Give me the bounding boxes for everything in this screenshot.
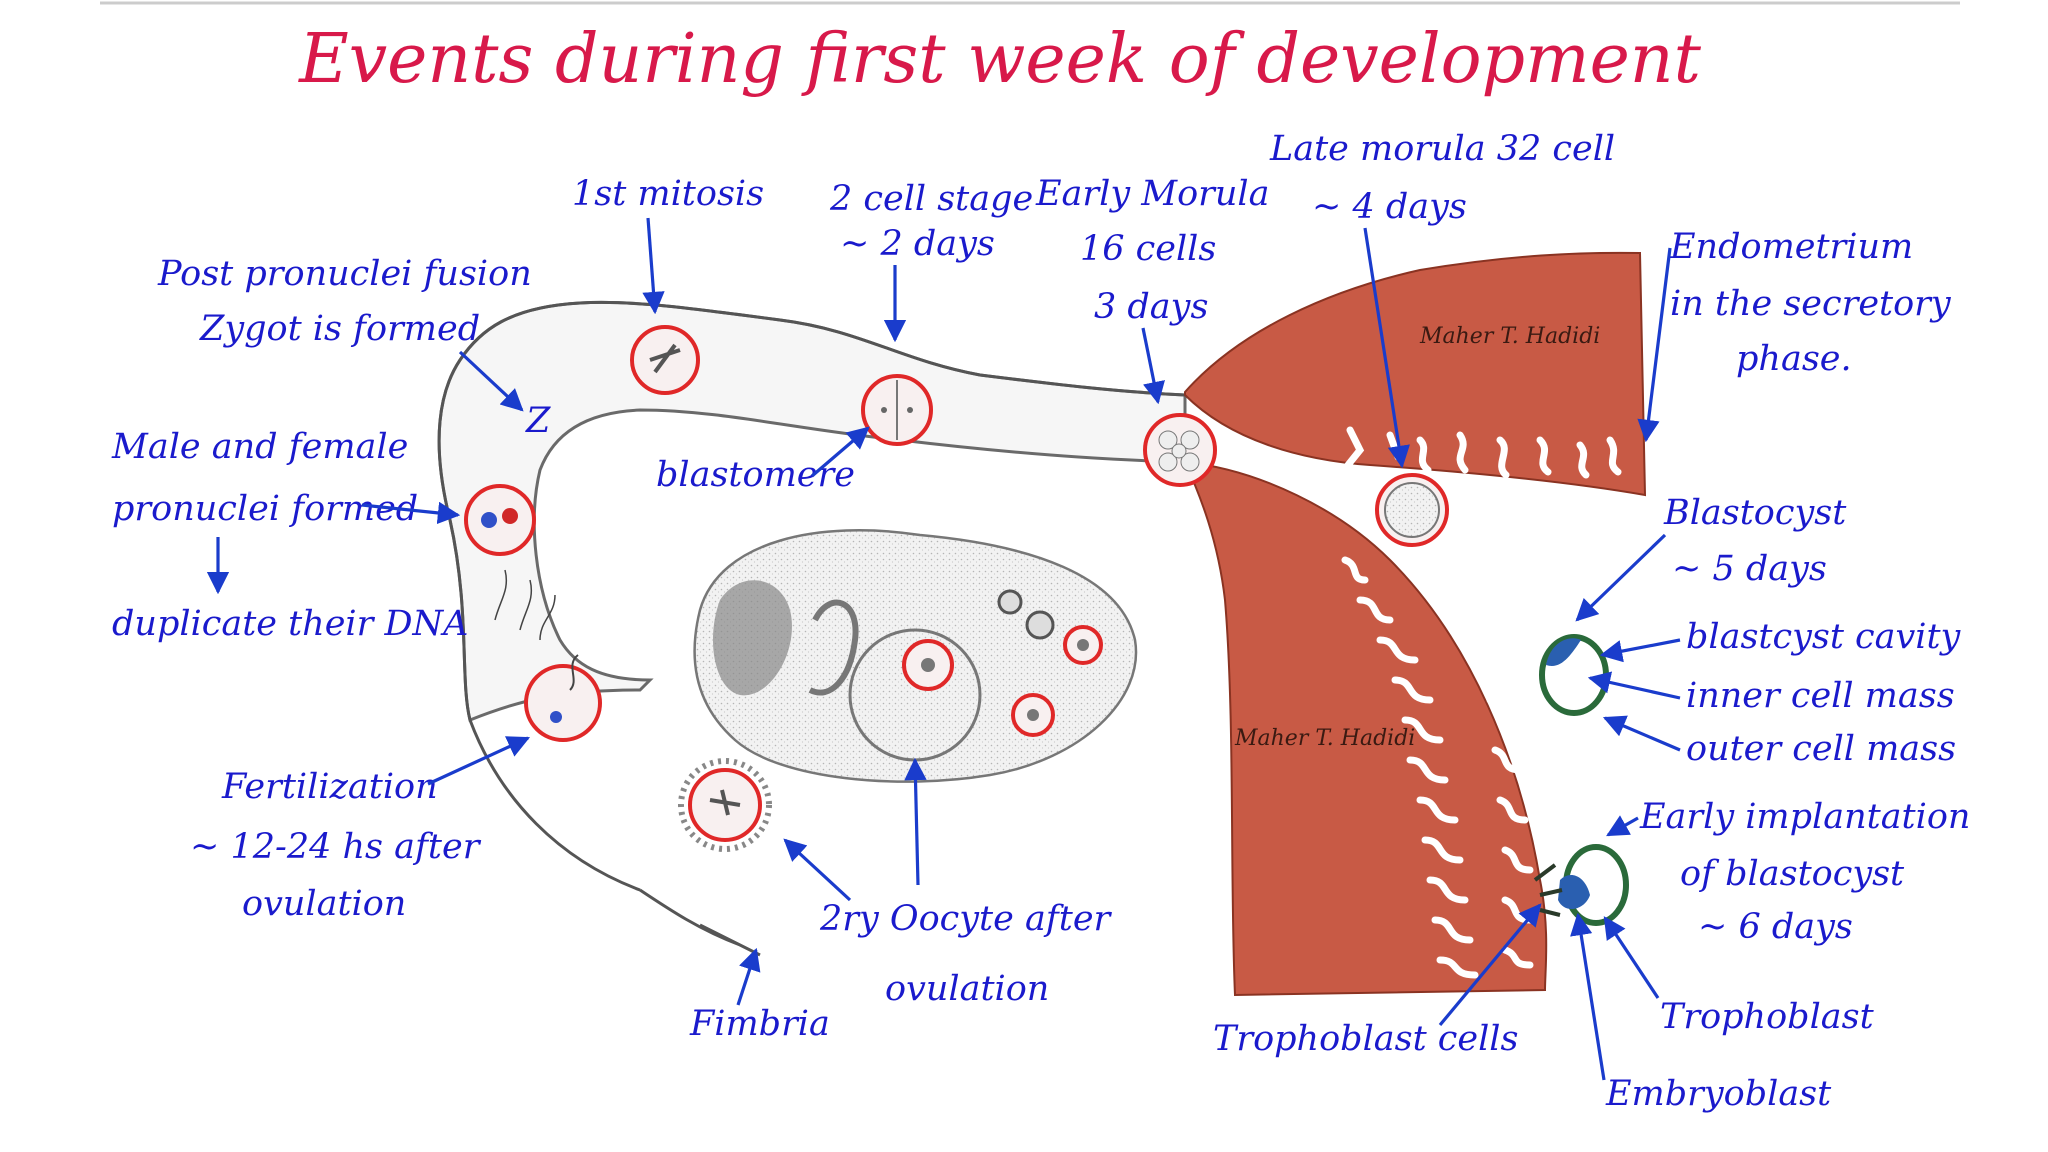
label-early-morula-line3: 3 days bbox=[1094, 287, 1208, 327]
label-fimbria: Fimbria bbox=[689, 1004, 830, 1044]
label-inner-cell-mass: inner cell mass bbox=[1686, 676, 1955, 716]
uterus-lower-wall bbox=[1183, 460, 1548, 997]
label-blastomere: blastomere bbox=[656, 455, 855, 495]
ovary bbox=[693, 529, 1138, 783]
label-early-implant-line3: ~ 6 days bbox=[1698, 907, 1853, 947]
label-post-pronuclei-line1: Post pronuclei fusion bbox=[157, 254, 532, 294]
label-blastocyst-cavity: blastcyst cavity bbox=[1686, 617, 1962, 657]
cell-zygote-pronuclei bbox=[464, 484, 536, 556]
label-zygote-mark: Z bbox=[525, 401, 551, 441]
label-blastocyst-line2: ~ 5 days bbox=[1672, 549, 1827, 589]
watermark-lower: Maher T. Hadidi bbox=[1234, 726, 1415, 751]
label-pronuclei-line1: Male and female bbox=[111, 427, 408, 467]
label-blastocyst-line1: Blastocyst bbox=[1663, 493, 1847, 533]
label-early-morula-line1: Early Morula bbox=[1035, 174, 1269, 214]
label-post-pronuclei-line2: Zygot is formed bbox=[199, 309, 480, 349]
uterine-tube bbox=[437, 300, 1187, 957]
label-duplicate-dna: duplicate their DNA bbox=[112, 604, 468, 644]
label-fertilization-line3: ovulation bbox=[242, 884, 406, 924]
cell-fertilization bbox=[494, 569, 602, 742]
label-fertilization-line1: Fertilization bbox=[221, 767, 438, 807]
label-trophoblast: Trophoblast bbox=[1660, 997, 1875, 1037]
uterus-upper-wall bbox=[1184, 251, 1647, 497]
label-early-implant-line1: Early implantation bbox=[1639, 797, 1970, 837]
cell-early-morula bbox=[1143, 413, 1217, 487]
label-endometrium-line3: phase. bbox=[1736, 339, 1852, 379]
cell-implanting-blastocyst bbox=[1533, 844, 1629, 926]
label-oocyte-line1: 2ry Oocyte after bbox=[819, 899, 1113, 939]
label-trophoblast-cells: Trophoblast cells bbox=[1213, 1019, 1518, 1059]
label-early-morula-line2: 16 cells bbox=[1080, 229, 1216, 269]
cell-blastocyst bbox=[1539, 634, 1609, 716]
label-endometrium-line1: Endometrium bbox=[1669, 227, 1913, 267]
label-endometrium-line2: in the secretory bbox=[1670, 284, 1952, 324]
annotation-arrows bbox=[206, 217, 1681, 1081]
label-outer-cell-mass: outer cell mass bbox=[1686, 729, 1956, 769]
page-title: Events during first week of development bbox=[297, 20, 1702, 99]
cell-late-morula bbox=[1375, 473, 1449, 547]
label-late-morula-line1: Late morula 32 cell bbox=[1269, 129, 1615, 169]
cell-two-stage bbox=[861, 374, 933, 446]
label-first-mitosis: 1st mitosis bbox=[572, 174, 764, 214]
label-fertilization-line2: ~ 12-24 hs after bbox=[190, 827, 482, 867]
label-oocyte-line2: ovulation bbox=[885, 969, 1049, 1009]
label-early-implant-line2: of blastocyst bbox=[1680, 854, 1905, 894]
cell-first-mitosis bbox=[630, 325, 700, 395]
watermark-upper: Maher T. Hadidi bbox=[1419, 324, 1600, 349]
label-two-cell-line2: ~ 2 days bbox=[840, 224, 995, 264]
label-pronuclei-line2: pronuclei formed bbox=[112, 489, 418, 529]
label-two-cell-line1: 2 cell stage bbox=[829, 179, 1033, 219]
label-embryoblast: Embryoblast bbox=[1605, 1074, 1832, 1114]
label-late-morula-line2: ~ 4 days bbox=[1312, 187, 1467, 227]
cell-secondary-oocyte bbox=[678, 758, 772, 852]
